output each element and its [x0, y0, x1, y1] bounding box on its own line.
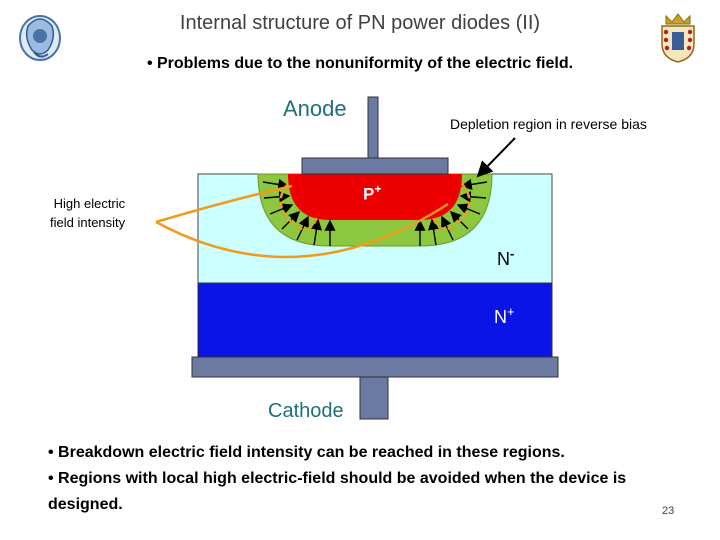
n-minus-letter: N [497, 249, 510, 269]
depletion-pointer-arrow [476, 137, 516, 178]
high-field-label-line2: field intensity [50, 215, 126, 230]
university-crest-logo-right [661, 13, 695, 63]
anode-label: Anode [283, 96, 347, 121]
high-field-marker-left [279, 183, 320, 231]
cathode-terminal [359, 376, 389, 420]
n-plus-label: N+ [494, 304, 515, 328]
slide-title: Internal structure of PN power diodes (I… [179, 12, 541, 34]
anode-contact [301, 157, 449, 175]
callout-line-right [155, 202, 449, 259]
n-plus-region [197, 282, 553, 358]
n-minus-label: N- [497, 246, 514, 270]
anode-terminal [367, 96, 379, 160]
cathode-label: Cathode [268, 400, 344, 422]
slide-subtitle: • Problems due to the nonuniformity of t… [146, 55, 574, 72]
bullet-item: • Breakdown electric field intensity can… [48, 444, 565, 461]
page-number: 23 [662, 505, 675, 517]
high-field-label-line1: High electric [53, 196, 126, 211]
p-plus-label: P+ [363, 182, 381, 205]
n-plus-sup: + [507, 304, 515, 319]
n-plus-letter: N [494, 307, 507, 327]
cathode-contact [191, 356, 559, 378]
p-plus-region [288, 174, 462, 220]
bullet-item: • Regions with local high electric-field… [48, 470, 627, 513]
n-minus-sup: - [510, 246, 515, 261]
high-field-marker-right [430, 183, 471, 231]
p-plus-letter: P [363, 184, 375, 204]
high-field-intensity-label: High electric field intensity [50, 194, 125, 232]
p-plus-sup: + [374, 182, 382, 196]
field-lines-right [414, 178, 488, 246]
bullet-list: • Breakdown electric field intensity can… [48, 440, 688, 518]
field-lines-left [262, 178, 336, 246]
university-logo-left [19, 15, 61, 61]
depletion-region-label: Depletion region in reverse bias [450, 116, 647, 132]
callout-line-left [155, 184, 293, 224]
